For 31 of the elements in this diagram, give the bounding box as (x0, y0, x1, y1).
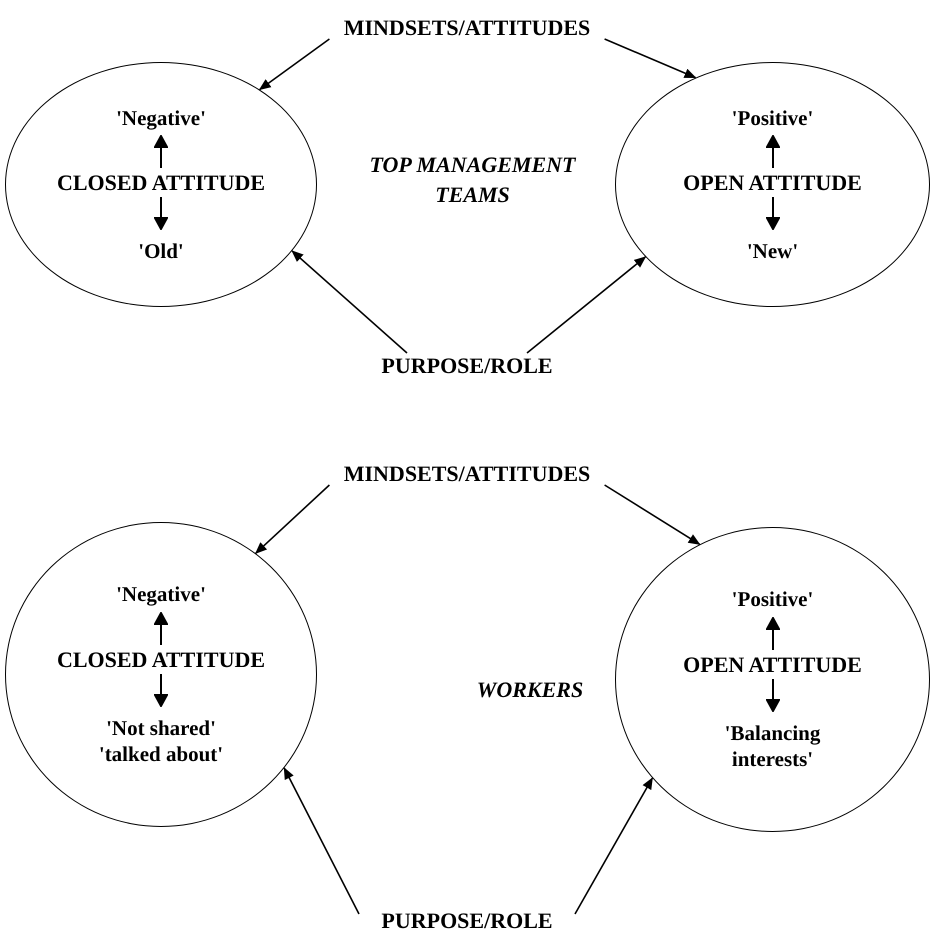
attitude-title: OPEN ATTITUDE (683, 650, 862, 678)
category-label: PURPOSE/ROLE (347, 350, 587, 380)
group-title: TOP MANAGEMENT TEAMS (368, 151, 578, 210)
ellipse-text: 'Old' (138, 238, 184, 264)
ellipse-text: 'Balancing interests' (724, 720, 822, 773)
attitude-ellipse (5, 62, 317, 307)
group-title: WORKERS (476, 676, 584, 704)
category-label: PURPOSE/ROLE (347, 905, 587, 935)
attitude-ellipse (615, 62, 930, 307)
ellipse-text: 'Not shared' (106, 715, 216, 742)
arrow (254, 484, 330, 554)
ellipse-text: 'talked about' (98, 741, 224, 768)
ellipse-text: 'Negative' (116, 581, 206, 608)
ellipse-text: 'Negative' (116, 104, 206, 131)
attitude-title: CLOSED ATTITUDE (56, 168, 266, 196)
arrow (291, 250, 408, 354)
ellipse-text: 'Positive' (732, 586, 814, 613)
category-label: MINDSETS/ATTITUDES (307, 458, 627, 488)
attitude-title: OPEN ATTITUDE (683, 168, 862, 196)
attitude-ellipse (615, 527, 930, 832)
category-label: MINDSETS/ATTITUDES (307, 12, 627, 42)
arrow (604, 38, 696, 78)
ellipse-text: 'Positive' (732, 104, 814, 131)
ellipse-text: 'New' (746, 238, 798, 264)
arrow (526, 256, 646, 354)
attitude-title: CLOSED ATTITUDE (56, 646, 266, 674)
attitude-ellipse (5, 522, 317, 827)
arrow (284, 767, 360, 914)
arrow (258, 38, 330, 90)
arrow (574, 777, 654, 914)
arrow (604, 484, 700, 545)
